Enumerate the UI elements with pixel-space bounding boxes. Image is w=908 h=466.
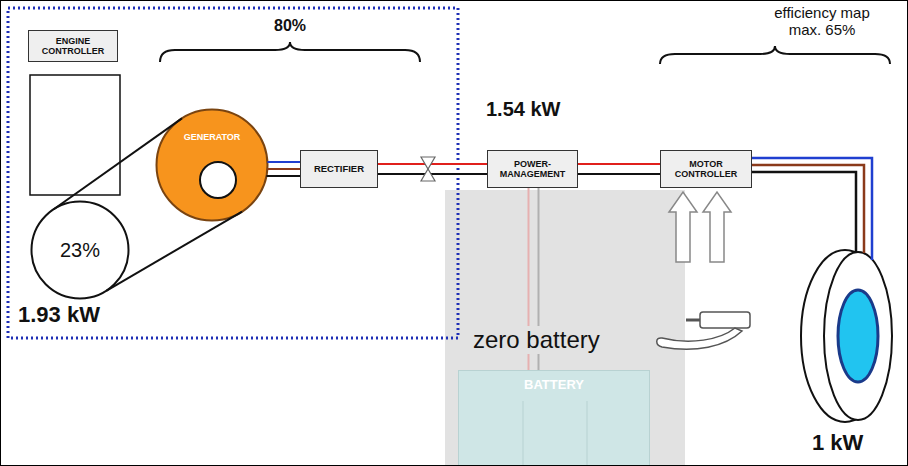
wire-connector: [578, 173, 660, 175]
wire: [378, 163, 487, 165]
signal-arrow: [703, 192, 731, 262]
pulley: [200, 162, 236, 198]
shape-outline: [155, 108, 269, 222]
handlebar: [686, 319, 700, 322]
process-box: RECTIFIER: [300, 150, 378, 188]
power-label: 1.54 kW: [486, 98, 560, 121]
cell-divider: [586, 401, 588, 466]
battery-panel: zero batteryBATTERY: [445, 190, 685, 466]
plug-connector: [421, 169, 435, 181]
node-label: GENERATOR: [184, 132, 241, 142]
panel-title: zero battery: [470, 326, 603, 354]
node-label: ENGINE CONTROLLER: [32, 36, 114, 57]
node-label: 23%: [60, 239, 100, 262]
efficiency-label: 80%: [250, 17, 330, 35]
generator-disc: [157, 110, 268, 221]
wheel-side: [824, 252, 892, 420]
node-label: MOTOR CONTROLLER: [664, 159, 748, 180]
power-label: 1.93 kW: [18, 302, 100, 327]
wire-connector: [378, 173, 487, 175]
connector-group: [578, 164, 660, 174]
connector-group: [378, 164, 487, 174]
wire-connector: [266, 175, 300, 177]
generator-circle: GENERATOR: [155, 108, 269, 222]
cell-divider: [522, 401, 524, 466]
engine-block: [30, 75, 120, 195]
flywheel: [32, 202, 129, 299]
node-label: POWER-MANAGEMENT: [491, 159, 574, 180]
node-label: RECTIFIER: [314, 164, 364, 175]
controller-box: ENGINE CONTROLLER: [28, 30, 118, 62]
wire: [267, 161, 300, 163]
process-box: POWER-MANAGEMENT: [487, 150, 578, 188]
bracket: [160, 42, 420, 62]
motor-phase-wire: [752, 172, 856, 252]
motor-phase-wire: [752, 158, 872, 260]
bracket: [660, 46, 890, 64]
throttle-grip: [700, 312, 750, 328]
wire: [578, 163, 660, 165]
efficiency-label: efficiency map max. 65%: [763, 4, 881, 39]
engine-flywheel: 23%: [30, 200, 130, 300]
plug-connector: [421, 157, 435, 169]
power-label: 1 kW: [812, 430, 863, 455]
wire: [267, 168, 300, 170]
motor-phase-wire: [752, 165, 864, 253]
battery-box: BATTERY: [458, 370, 650, 466]
wheel-hub-motor: [838, 290, 878, 382]
process-box: MOTOR CONTROLLER: [660, 150, 752, 188]
connector-group: [266, 162, 300, 176]
node-label: BATTERY: [524, 378, 584, 393]
